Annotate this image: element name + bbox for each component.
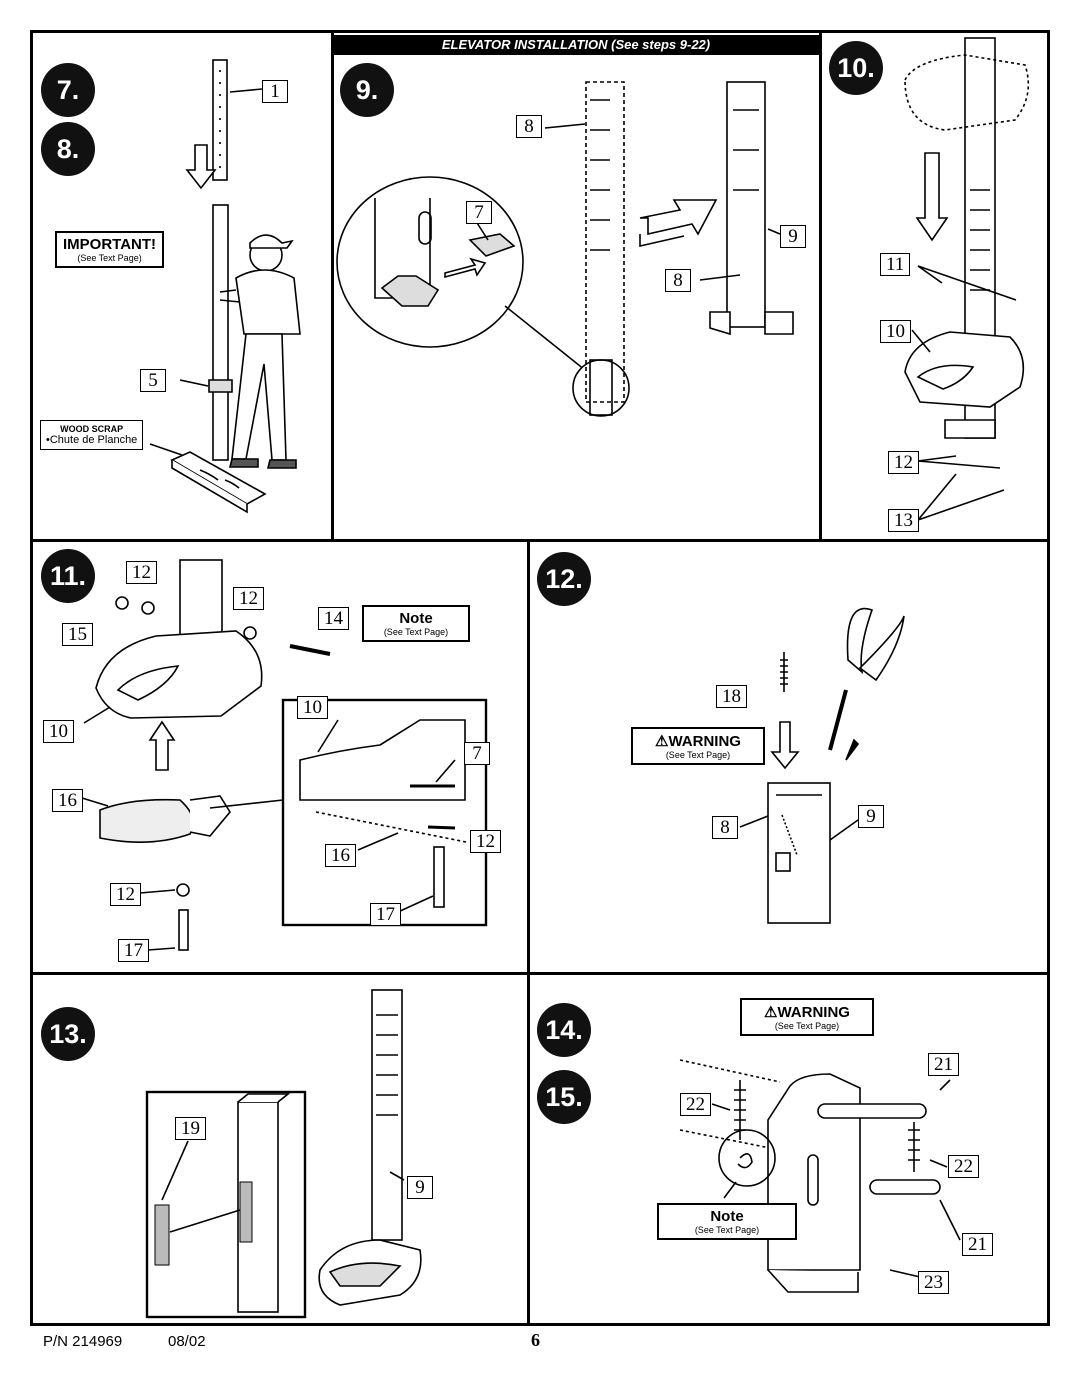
step-12-badge: 12. <box>537 552 591 606</box>
warning-title: ⚠WARNING <box>764 1004 850 1021</box>
callout-part: 8 <box>665 269 691 292</box>
elevator-installation-banner: ELEVATOR INSTALLATION (See steps 9-22) <box>333 35 819 55</box>
callout-part: 19 <box>175 1117 206 1140</box>
callout-part: 10 <box>297 696 328 719</box>
revision-date: 08/02 <box>168 1333 206 1350</box>
note-subtitle: (See Text Page) <box>694 1225 760 1235</box>
worker-figure-drawing <box>219 234 301 469</box>
callout-part: 8 <box>712 816 738 839</box>
wood-scrap-label: WOOD SCRAP •Chute de Planche <box>40 420 144 450</box>
wood-scrap-title: WOOD SCRAP <box>60 424 124 434</box>
callout-part: 13 <box>888 509 919 532</box>
callout-part: 14 <box>318 607 349 630</box>
important-title: IMPORTANT! <box>63 236 157 253</box>
callout-part: 22 <box>948 1155 979 1178</box>
callout-part: 23 <box>918 1271 949 1294</box>
callout-part: 12 <box>470 830 501 853</box>
panel-steps-14-15 <box>527 972 1050 1326</box>
callout-part: 8 <box>516 115 542 138</box>
step-14-badge: 14. <box>537 1003 591 1057</box>
upright-column-drawing <box>585 81 625 403</box>
important-note: IMPORTANT! (See Text Page) <box>55 231 165 268</box>
part-number: P/N 214969 <box>43 1333 123 1350</box>
callout-part: 11 <box>880 253 911 276</box>
callout-part: 7 <box>464 742 490 765</box>
step-13-badge: 13. <box>41 1007 95 1061</box>
note-title: Note <box>710 1208 744 1225</box>
note-subtitle: (See Text Page) <box>383 627 449 637</box>
callout-part: 5 <box>140 369 166 392</box>
page-number: 6 <box>531 1330 540 1350</box>
step-15-note: Note (See Text Page) <box>657 1203 797 1240</box>
step-11-badge: 11. <box>41 549 95 603</box>
callout-part: 12 <box>110 883 141 906</box>
callout-part: 7 <box>466 201 492 224</box>
callout-part: 17 <box>118 939 149 962</box>
callout-part: 9 <box>780 225 806 248</box>
note-title: Note <box>399 610 433 627</box>
step-8-badge: 8. <box>41 122 95 176</box>
callout-part: 16 <box>325 844 356 867</box>
callout-part: 10 <box>43 720 74 743</box>
wood-scrap-subtitle: •Chute de Planche <box>46 434 138 446</box>
callout-part: 17 <box>370 903 401 926</box>
step-11-note: Note (See Text Page) <box>362 605 470 642</box>
step-14-warning: ⚠WARNING (See Text Page) <box>740 998 874 1036</box>
callout-part: 9 <box>407 1176 433 1199</box>
assembled-pole-drawing <box>179 204 233 461</box>
step-15-badge: 15. <box>537 1070 591 1124</box>
step-7-badge: 7. <box>41 63 95 117</box>
callout-part: 12 <box>233 587 264 610</box>
callout-part: 9 <box>858 805 884 828</box>
warning-subtitle: (See Text Page) <box>665 750 731 760</box>
wood-scrap-drawing <box>170 451 267 514</box>
step-12-warning: ⚠WARNING (See Text Page) <box>631 727 765 765</box>
warning-title: ⚠WARNING <box>655 733 741 750</box>
callout-part: 1 <box>262 80 288 103</box>
step-9-badge: 9. <box>340 63 394 117</box>
callout-part: 10 <box>880 320 911 343</box>
callout-part: 18 <box>716 685 747 708</box>
callout-part: 15 <box>62 623 93 646</box>
callout-part: 16 <box>52 789 83 812</box>
callout-part: 12 <box>888 451 919 474</box>
callout-part: 12 <box>126 561 157 584</box>
callout-part: 21 <box>962 1233 993 1256</box>
pole-section-drawing <box>212 59 228 181</box>
warning-subtitle: (See Text Page) <box>774 1021 840 1031</box>
callout-part: 21 <box>928 1053 959 1076</box>
step-10-badge: 10. <box>829 41 883 95</box>
important-subtitle: (See Text Page) <box>77 253 142 263</box>
callout-part: 22 <box>680 1093 711 1116</box>
